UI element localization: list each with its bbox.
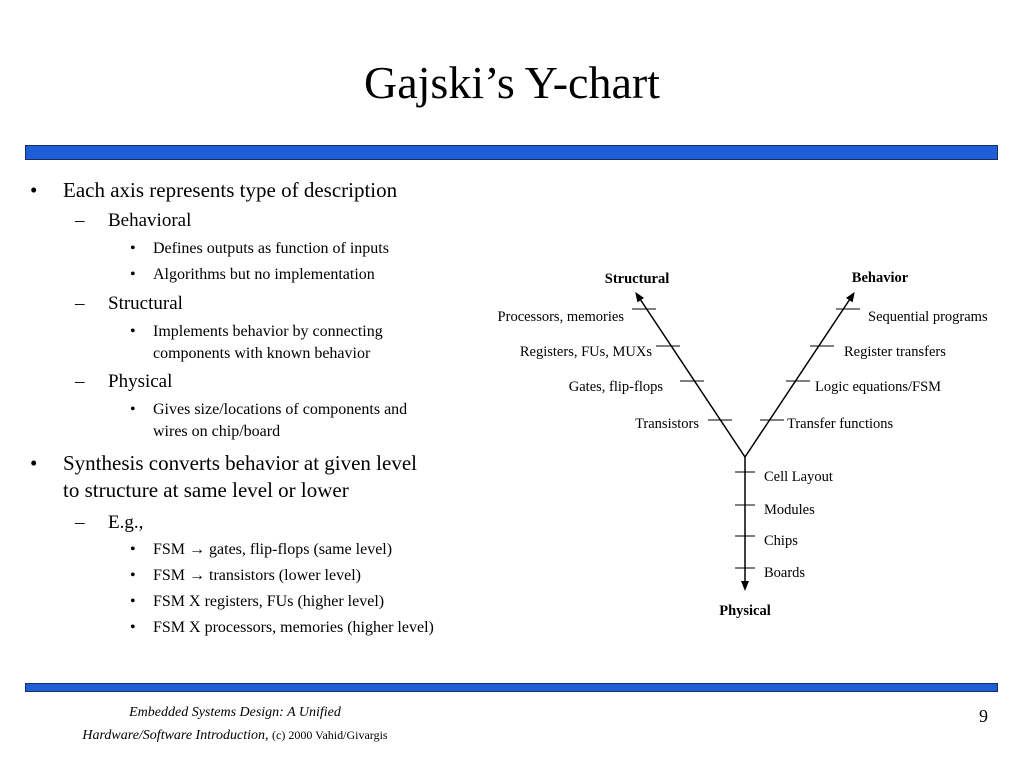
dash-marker: –	[75, 371, 85, 392]
footer-line-2-italic: Hardware/Software Introduction,	[82, 728, 269, 743]
behavior-level-label: Logic equations/FSM	[815, 379, 941, 395]
bullet-marker: •	[130, 567, 136, 584]
physical-level-label: Cell Layout	[764, 469, 833, 485]
structural-level-label: Processors, memories	[498, 309, 625, 325]
dash-marker: –	[75, 293, 85, 314]
bullet-marker: •	[30, 178, 38, 202]
dash-marker: –	[75, 512, 85, 533]
bullet-marker: •	[130, 619, 136, 636]
dash-marker: –	[75, 210, 85, 231]
bottom-divider	[25, 683, 998, 692]
physical-point-1b: wires on chip/board	[153, 423, 281, 440]
footer-citation: Embedded Systems Design: A Unified Hardw…	[0, 702, 470, 747]
example-1: FSM → gates, flip-flops (same level)	[153, 541, 393, 558]
page-number: 9	[979, 706, 988, 726]
sub-behavioral: Behavioral	[108, 210, 192, 231]
bullet-list: • Each axis represents type of descripti…	[0, 0, 520, 660]
bullet-marker: •	[130, 266, 136, 283]
physical-level-label: Chips	[764, 533, 798, 549]
behavior-axis-title: Behavior	[852, 270, 909, 286]
behavior-level-label: Register transfers	[844, 344, 946, 360]
behavior-level-label: Sequential programs	[868, 309, 988, 325]
top-divider	[25, 145, 998, 160]
structural-level-label: Gates, flip-flops	[569, 379, 664, 395]
structural-point-1b: components with known behavior	[153, 345, 371, 362]
bullet-axis-description: Each axis represents type of description	[63, 178, 398, 202]
behavioral-point-1: Defines outputs as function of inputs	[153, 240, 389, 257]
structural-axis-title: Structural	[605, 271, 669, 287]
sub-example: E.g.,	[108, 512, 144, 533]
behavioral-point-2: Algorithms but no implementation	[153, 266, 375, 283]
footer-line-1: Embedded Systems Design: A Unified	[129, 705, 341, 720]
structural-point-1a: Implements behavior by connecting	[153, 323, 383, 340]
example-3: FSM X registers, FUs (higher level)	[153, 593, 385, 610]
behavior-level-label: Transfer functions	[787, 416, 894, 432]
bullet-synthesis-line2: to structure at same level or lower	[63, 478, 349, 502]
behavior-axis	[744, 291, 855, 458]
bullet-marker: •	[130, 593, 136, 610]
bullet-synthesis-line1: Synthesis converts behavior at given lev…	[63, 451, 417, 475]
sub-structural: Structural	[108, 293, 183, 314]
structural-axis	[635, 291, 746, 458]
bullet-marker: •	[130, 323, 136, 340]
example-2: FSM → transistors (lower level)	[153, 567, 361, 584]
bullet-marker: •	[130, 401, 136, 418]
bullet-marker: •	[130, 240, 136, 257]
sub-physical: Physical	[108, 371, 173, 392]
example-4: FSM X processors, memories (higher level…	[153, 619, 434, 636]
physical-point-1a: Gives size/locations of components and	[153, 401, 408, 418]
bullet-marker: •	[130, 541, 136, 558]
footer-line-2: Hardware/Software Introduction, (c) 2000…	[0, 724, 470, 747]
bullet-marker: •	[30, 451, 38, 475]
structural-level-label: Registers, FUs, MUXs	[520, 344, 652, 360]
physical-level-label: Boards	[764, 565, 805, 581]
slide-title: Gajski’s Y-chart	[364, 57, 660, 108]
physical-level-label: Modules	[764, 502, 815, 518]
structural-level-label: Transistors	[635, 416, 699, 432]
footer-copyright: (c) 2000 Vahid/Givargis	[272, 728, 388, 742]
physical-axis-title: Physical	[719, 603, 771, 619]
